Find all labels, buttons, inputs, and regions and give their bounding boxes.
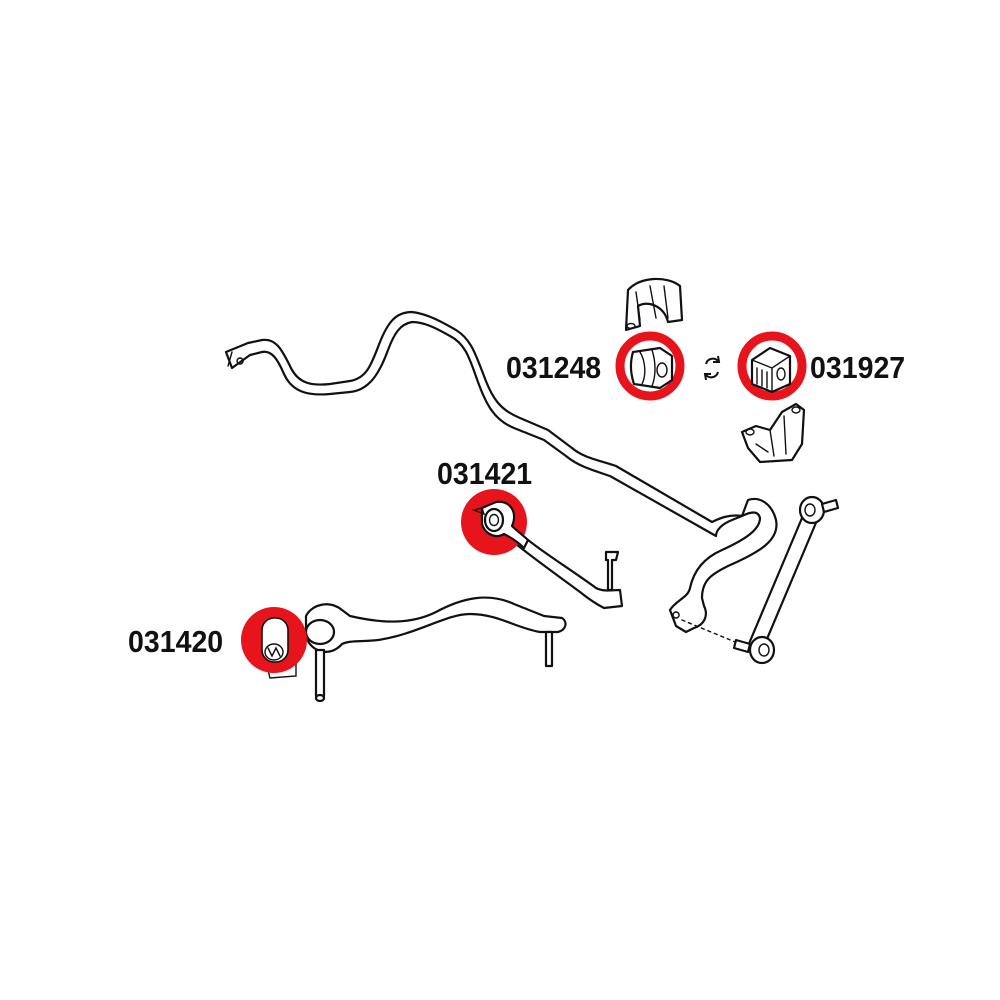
highlight-031248 — [615, 331, 685, 401]
part-number-label-031420: 031420 — [128, 624, 224, 659]
highlight-031420 — [241, 607, 307, 673]
anti-roll-bar — [224, 310, 778, 634]
bushing-bracket-upper — [624, 277, 684, 332]
drop-link — [681, 495, 840, 665]
part-number-label-031421: 031421 — [437, 456, 533, 491]
highlight-031927 — [737, 331, 807, 401]
part-number-label-031248: 031248 — [506, 350, 602, 385]
bushing-bracket-lower — [740, 402, 806, 464]
lower-control-arm — [267, 596, 567, 703]
refresh-cycle-icon — [703, 355, 721, 381]
part-number-label-031927: 031927 — [810, 350, 906, 385]
highlight-031421 — [461, 489, 530, 555]
